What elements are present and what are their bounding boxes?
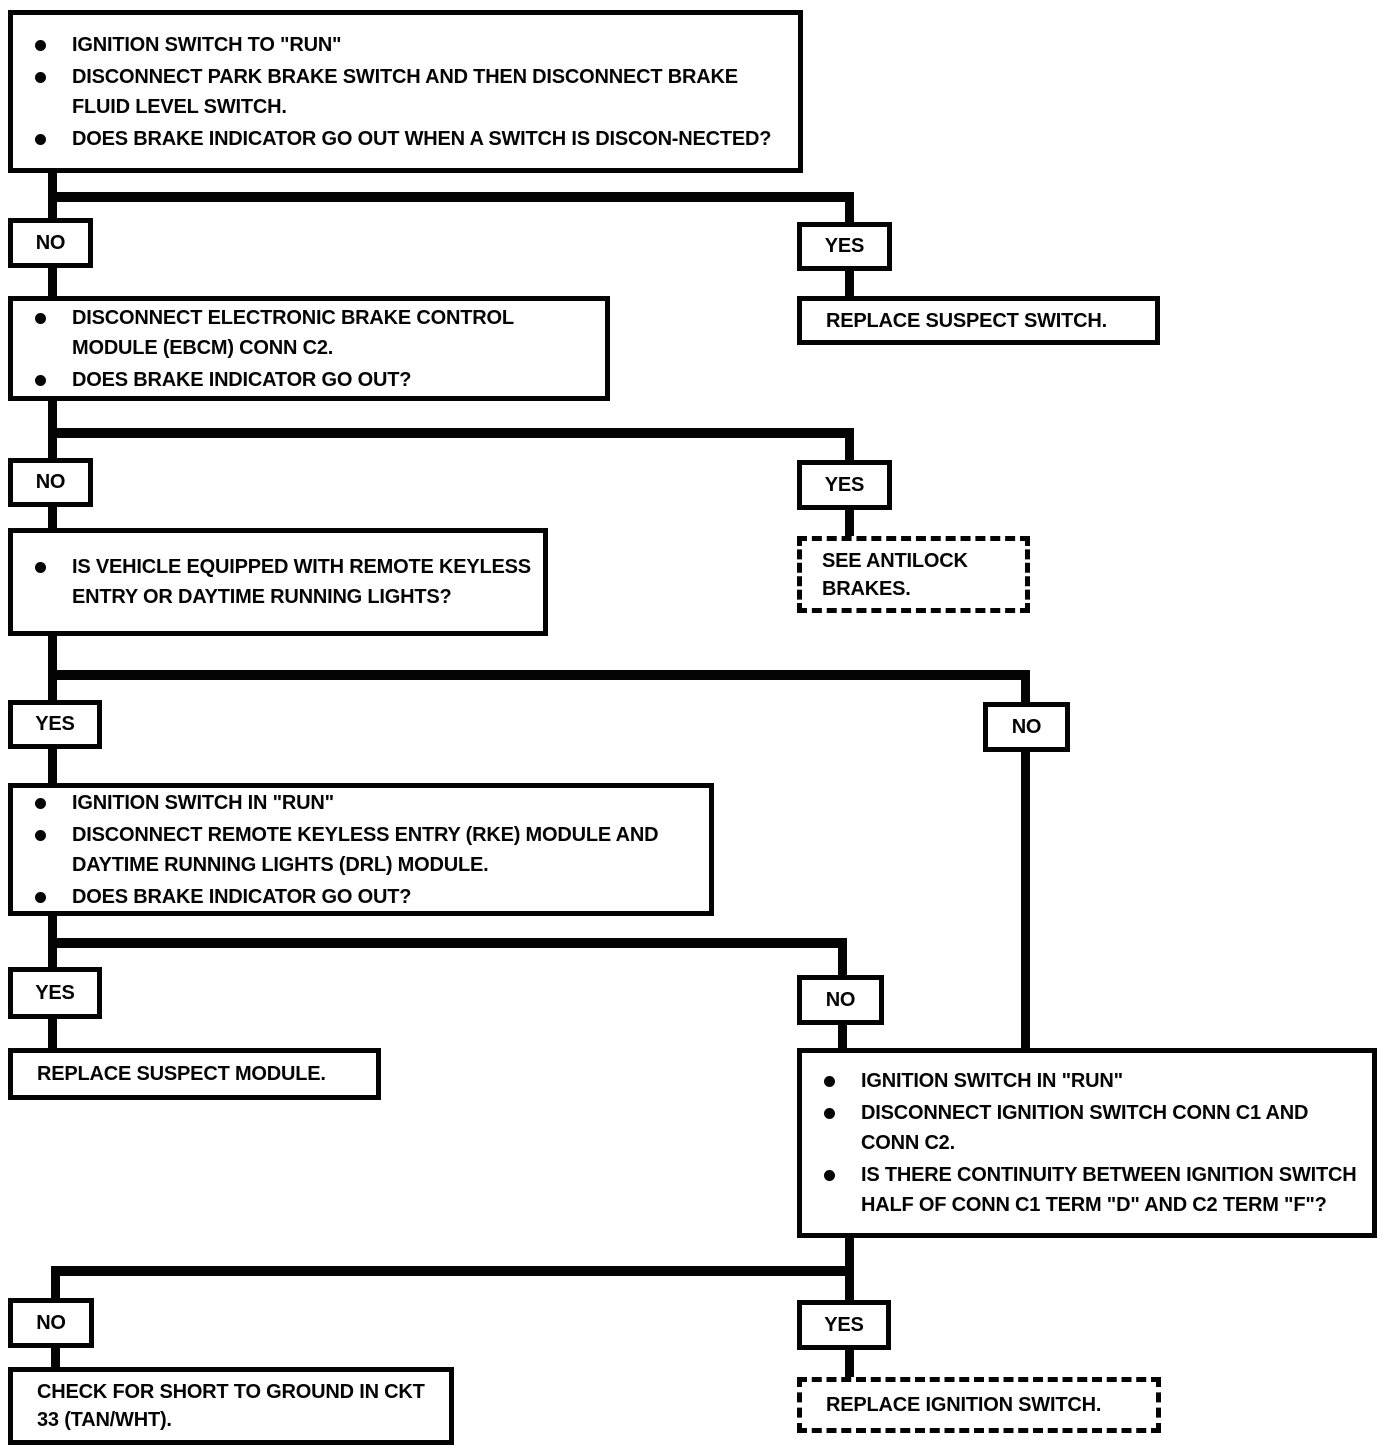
- disconnect-ebcm-box: DISCONNECT ELECTRONIC BRAKE CONTROL MODU…: [8, 296, 610, 401]
- connector: [1021, 752, 1030, 1048]
- bullet-icon: [824, 1108, 835, 1119]
- connector: [48, 938, 847, 948]
- connector: [48, 670, 1030, 680]
- bullet-text: DOES BRAKE INDICATOR GO OUT?: [72, 368, 412, 391]
- replace-suspect-module-box: REPLACE SUSPECT MODULE.: [8, 1048, 381, 1100]
- replace-ignition-switch-box: REPLACE IGNITION SWITCH.: [797, 1377, 1161, 1433]
- bullet-icon: [824, 1170, 835, 1181]
- branch-no-label-4: NO: [797, 975, 884, 1025]
- connector: [48, 192, 854, 202]
- connector: [51, 1266, 60, 1298]
- bullet-icon: [35, 133, 46, 145]
- connector: [845, 1276, 854, 1300]
- bullet-icon: [824, 1076, 835, 1087]
- connector: [48, 507, 57, 528]
- connector: [48, 749, 57, 783]
- bullet-text: IS THERE CONTINUITY BETWEEN IGNITION SWI…: [861, 1164, 1357, 1216]
- disconnect-rke-drl-box: IGNITION SWITCH IN "RUN" DISCONNECT REMO…: [8, 783, 714, 916]
- bullet-text: IGNITION SWITCH IN "RUN": [72, 791, 334, 814]
- ignition-continuity-box: IGNITION SWITCH IN "RUN" DISCONNECT IGNI…: [797, 1048, 1377, 1238]
- bullet-text: IS VEHICLE EQUIPPED WITH REMOTE KEYLESS …: [72, 556, 531, 608]
- branch-no-label-3: NO: [983, 702, 1070, 752]
- see-antilock-brakes-box: SEE ANTILOCK BRAKES.: [797, 536, 1030, 613]
- bullet-text: DISCONNECT ELECTRONIC BRAKE CONTROL MODU…: [72, 306, 514, 359]
- branch-no-label-1: NO: [8, 218, 93, 268]
- check-short-ckt33-box: CHECK FOR SHORT TO GROUND IN CKT 33 (TAN…: [8, 1367, 454, 1445]
- connector: [845, 510, 854, 536]
- connector: [845, 1238, 854, 1276]
- connector: [838, 938, 847, 975]
- connector: [48, 636, 57, 700]
- branch-yes-label-3: YES: [8, 700, 102, 749]
- bullet-text: DISCONNECT IGNITION SWITCH CONN C1 AND C…: [861, 1102, 1309, 1154]
- bullet-icon: [35, 562, 46, 573]
- bullet-icon: [35, 312, 46, 324]
- replace-suspect-switch-box: REPLACE SUSPECT SWITCH.: [797, 296, 1160, 345]
- step-disconnect-switches-box: IGNITION SWITCH TO "RUN" DISCONNECT PARK…: [8, 10, 803, 173]
- connector: [1021, 670, 1030, 702]
- connector: [48, 268, 57, 296]
- bullet-text: DISCONNECT REMOTE KEYLESS ENTRY (RKE) MO…: [72, 823, 659, 876]
- branch-yes-label-2: YES: [797, 460, 892, 510]
- bullet-icon: [35, 374, 46, 386]
- bullet-text: IGNITION SWITCH TO "RUN": [72, 33, 342, 56]
- vehicle-equipment-question-box: IS VEHICLE EQUIPPED WITH REMOTE KEYLESS …: [8, 528, 548, 636]
- connector: [845, 1350, 854, 1377]
- branch-yes-label-5: YES: [797, 1300, 891, 1350]
- branch-yes-label-1: YES: [797, 222, 892, 271]
- bullet-icon: [35, 829, 46, 841]
- connector: [51, 1266, 854, 1276]
- bullet-text: IGNITION SWITCH IN "RUN": [861, 1070, 1123, 1092]
- connector: [845, 192, 854, 222]
- bullet-icon: [35, 891, 46, 903]
- bullet-icon: [35, 71, 46, 83]
- connector: [48, 428, 854, 438]
- bullet-icon: [35, 797, 46, 809]
- connector: [845, 428, 854, 460]
- branch-no-label-5: NO: [8, 1298, 94, 1348]
- bullet-text: DOES BRAKE INDICATOR GO OUT WHEN A SWITC…: [72, 127, 772, 150]
- bullet-text: DISCONNECT PARK BRAKE SWITCH AND THEN DI…: [72, 65, 738, 118]
- connector: [845, 271, 854, 296]
- branch-yes-label-4: YES: [8, 967, 102, 1019]
- bullet-icon: [35, 39, 46, 51]
- branch-no-label-2: NO: [8, 458, 93, 507]
- connector: [48, 1019, 57, 1048]
- connector: [51, 1348, 60, 1367]
- bullet-text: DOES BRAKE INDICATOR GO OUT?: [72, 885, 412, 908]
- connector: [838, 1025, 847, 1048]
